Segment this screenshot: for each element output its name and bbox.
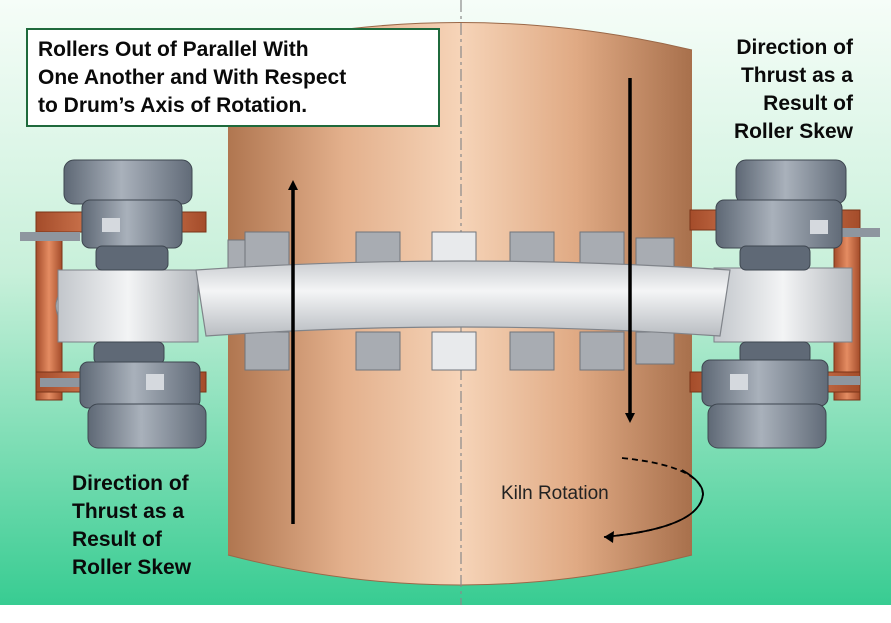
left-thrust-line-4: Roller Skew <box>72 556 192 579</box>
title-box: Rollers Out of Parallel With One Another… <box>26 28 440 127</box>
right-thrust-line-4: Roller Skew <box>733 120 853 143</box>
title-line-1: Rollers Out of Parallel With <box>38 38 309 61</box>
right-thrust-line-2: Thrust as a <box>740 64 853 87</box>
left-thrust-label: Direction of Thrust as a Result of Rolle… <box>72 470 191 582</box>
title-line-2: One Another and With Respect <box>38 66 347 89</box>
left-thrust-line-3: Result of <box>72 528 162 551</box>
left-upper-bearing-housing <box>63 159 193 271</box>
left-support-roller <box>55 267 199 345</box>
right-thrust-label: Direction of Thrust as a Result of Rolle… <box>734 34 853 146</box>
right-thrust-line-1: Direction of <box>736 36 853 59</box>
right-support-roller <box>713 267 853 343</box>
left-thrust-line-2: Thrust as a <box>72 500 185 523</box>
right-upper-bearing-housing <box>715 159 847 271</box>
riding-ring <box>195 260 731 337</box>
right-thrust-line-3: Result of <box>763 92 853 115</box>
kiln-rotation-label: Kiln Rotation <box>501 483 609 504</box>
left-thrust-line-1: Direction of <box>72 472 189 495</box>
left-lower-bearing-housing <box>79 341 207 449</box>
title-line-3: to Drum’s Axis of Rotation. <box>38 94 308 117</box>
right-lower-bearing-housing <box>701 341 829 449</box>
